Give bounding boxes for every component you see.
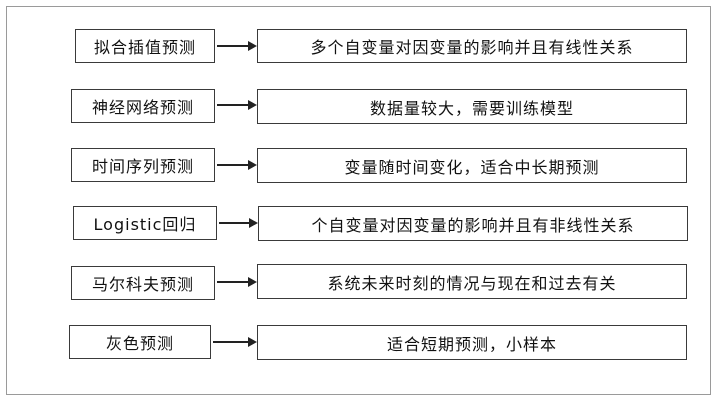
description-label: 适合短期预测，小样本 [386, 334, 557, 354]
method-label: 马尔科夫预测 [91, 275, 194, 294]
description-label: 多个自变量对因变量的影响并且有线性关系 [310, 38, 634, 57]
description-box-logistic: 个自变量对因变量的影响并且有非线性关系 [258, 206, 688, 241]
description-label: 个自变量对因变量的影响并且有非线性关系 [311, 215, 635, 235]
description-label: 系统未来时刻的情况与现在和过去有关 [327, 273, 617, 293]
method-label: 灰色预测 [105, 334, 174, 353]
method-label: Logistic回归 [93, 215, 197, 234]
method-box-time-series: 时间序列预测 [71, 148, 215, 182]
method-label: 时间序列预测 [91, 157, 194, 176]
description-box-neural-network: 数据量较大，需要训练模型 [257, 89, 687, 124]
method-box-logistic: Logistic回归 [73, 206, 217, 240]
method-box-curve-fitting: 拟合插值预测 [75, 29, 215, 63]
method-label: 拟合插值预测 [93, 38, 196, 57]
description-box-curve-fitting: 多个自变量对因变量的影响并且有线性关系 [257, 29, 687, 63]
arrow-icon [217, 41, 257, 51]
arrow-icon [219, 218, 259, 228]
description-label: 变量随时间变化，适合中长期预测 [344, 157, 600, 177]
method-label: 神经网络预测 [91, 98, 194, 117]
method-box-grey: 灰色预测 [69, 325, 211, 359]
description-label: 数据量较大，需要训练模型 [369, 98, 574, 118]
arrow-icon [217, 160, 257, 170]
description-box-grey: 适合短期预测，小样本 [257, 325, 687, 360]
method-box-neural-network: 神经网络预测 [71, 89, 215, 123]
method-box-markov: 马尔科夫预测 [71, 266, 215, 300]
arrow-icon [217, 277, 257, 287]
description-box-markov: 系统未来时刻的情况与现在和过去有关 [257, 264, 687, 299]
arrow-icon [217, 100, 257, 110]
arrow-icon [213, 337, 257, 347]
description-box-time-series: 变量随时间变化，适合中长期预测 [257, 148, 687, 183]
outer-frame [6, 6, 711, 395]
